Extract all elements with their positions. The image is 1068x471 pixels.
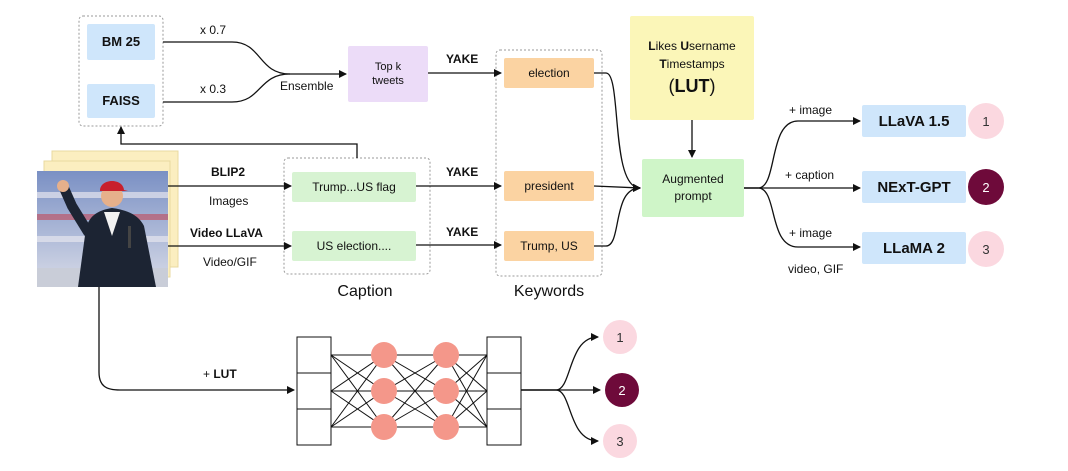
faiss-to-ensemble-edge xyxy=(163,73,291,103)
models-sub-label: video, GIF xyxy=(788,262,843,276)
rank-text-llava: 1 xyxy=(982,114,989,129)
topk-line2: tweets xyxy=(372,75,404,87)
model-box-nextgpt xyxy=(862,171,966,203)
bm25-label: BM 25 xyxy=(102,34,140,49)
rank-text-nextgpt: 2 xyxy=(982,180,989,195)
input-photo xyxy=(37,150,179,287)
faiss-box xyxy=(87,84,155,118)
caption-to-retrieval-edge xyxy=(117,126,358,158)
nn-input-cell xyxy=(296,408,332,446)
caption-text-1: Trump...US flag xyxy=(312,180,396,194)
model-box-llava xyxy=(862,105,966,137)
nn-output-cell xyxy=(486,372,522,410)
election-to-prompt-edge xyxy=(594,72,641,192)
speaker-fist xyxy=(57,180,69,192)
nn-hidden-node xyxy=(433,378,459,404)
keyword-president: president xyxy=(524,179,574,193)
rank-badge-llama xyxy=(968,231,1004,267)
nn-input-cell xyxy=(296,372,332,410)
nn-input-label: + LUT xyxy=(203,367,237,381)
model-name-nextgpt: NExT-GPT xyxy=(877,179,950,196)
trump-to-prompt-edge xyxy=(594,184,641,247)
lut-line3: (LUT) xyxy=(669,76,716,96)
model-name-llama: LLaMA 2 xyxy=(883,240,945,257)
nn-output-rank-2-text: 2 xyxy=(618,383,625,398)
augmented-line1: Augmented xyxy=(662,172,723,186)
speaker-arm xyxy=(59,183,93,237)
keywords-group-frame xyxy=(495,49,603,277)
keywords-group-label: Keywords xyxy=(514,283,584,300)
nn-connection xyxy=(445,354,488,428)
augmented-line2: prompt xyxy=(674,189,712,203)
nn-connections xyxy=(330,354,488,428)
president-to-prompt-edge xyxy=(593,183,641,192)
llama-edge-label: + image xyxy=(789,226,832,240)
caption-box-2 xyxy=(292,231,416,261)
rank-badge-llava xyxy=(968,103,1004,139)
nn-input-cell xyxy=(296,336,332,374)
microphone xyxy=(128,226,131,248)
rank-text-llama: 3 xyxy=(982,242,989,257)
lut-line2: Timestamps xyxy=(659,57,724,71)
nn-hidden-node xyxy=(433,414,459,440)
keyword-box-trump-us xyxy=(504,231,594,261)
model-name-llava: LLaVA 1.5 xyxy=(879,113,950,130)
keyword-election: election xyxy=(528,66,569,80)
blip2-label: BLIP2 xyxy=(211,165,245,179)
nn-connection xyxy=(330,354,385,428)
nn-hidden-node xyxy=(371,342,397,368)
caption-group-label: Caption xyxy=(337,283,392,300)
images-label: Images xyxy=(209,194,248,208)
nn-output-cell xyxy=(486,336,522,374)
bm25-weight-label: x 0.7 xyxy=(200,23,226,37)
faiss-label: FAISS xyxy=(102,93,140,108)
nn-hidden-node xyxy=(371,378,397,404)
nn-output-rank-2 xyxy=(605,373,639,407)
lut-line1: Likes Username xyxy=(648,39,736,53)
nn-output-rank-1-text: 1 xyxy=(616,330,623,345)
model-box-llama xyxy=(862,232,966,264)
nn-output-rank-3-text: 3 xyxy=(616,434,623,449)
video-gif-label: Video/GIF xyxy=(203,255,257,269)
topk-tweets-box xyxy=(348,46,428,102)
yake-label-bottom: YAKE xyxy=(446,225,478,239)
yake-label-top: YAKE xyxy=(446,52,478,66)
llava-edge-label: + image xyxy=(789,103,832,117)
nn-to-output-3-edge xyxy=(521,389,599,445)
caption-text-2: US election.... xyxy=(317,239,392,253)
photo-to-nn-edge xyxy=(98,287,295,394)
yake-label-mid: YAKE xyxy=(446,165,478,179)
lut-box xyxy=(630,16,754,120)
caption-box-1 xyxy=(292,172,416,202)
nn-connection xyxy=(383,354,447,428)
prompt-to-llama-edge xyxy=(744,187,861,251)
augmented-prompt-box xyxy=(642,159,744,217)
nn-output-cell xyxy=(486,408,522,446)
nn-hidden-node xyxy=(433,342,459,368)
rank-badge-nextgpt xyxy=(968,169,1004,205)
faiss-weight-label: x 0.3 xyxy=(200,82,226,96)
speaker-cap xyxy=(100,181,128,191)
nn-output-rank-1 xyxy=(603,320,637,354)
bm25-to-ensemble-edge xyxy=(163,41,291,75)
nn-output-layer xyxy=(486,336,522,446)
nn-to-output-1-edge xyxy=(521,333,599,391)
nextgpt-edge-label: + caption xyxy=(785,168,834,182)
keyword-box-president xyxy=(504,171,594,201)
keyword-trump-us: Trump, US xyxy=(520,239,578,253)
topk-line1: Top k xyxy=(375,61,402,73)
nn-hidden-node xyxy=(371,414,397,440)
keyword-box-election xyxy=(504,58,594,88)
nn-output-rank-3 xyxy=(603,424,637,458)
bm25-box xyxy=(87,24,155,60)
video-llava-label: Video LLaVA xyxy=(190,226,263,240)
nn-hidden-layers xyxy=(371,342,459,440)
ensemble-label: Ensemble xyxy=(280,79,334,93)
prompt-to-llava-edge xyxy=(744,117,861,189)
speaker-shirt xyxy=(104,212,120,236)
nn-input-layer xyxy=(296,336,332,446)
speaker-suit xyxy=(78,208,156,287)
